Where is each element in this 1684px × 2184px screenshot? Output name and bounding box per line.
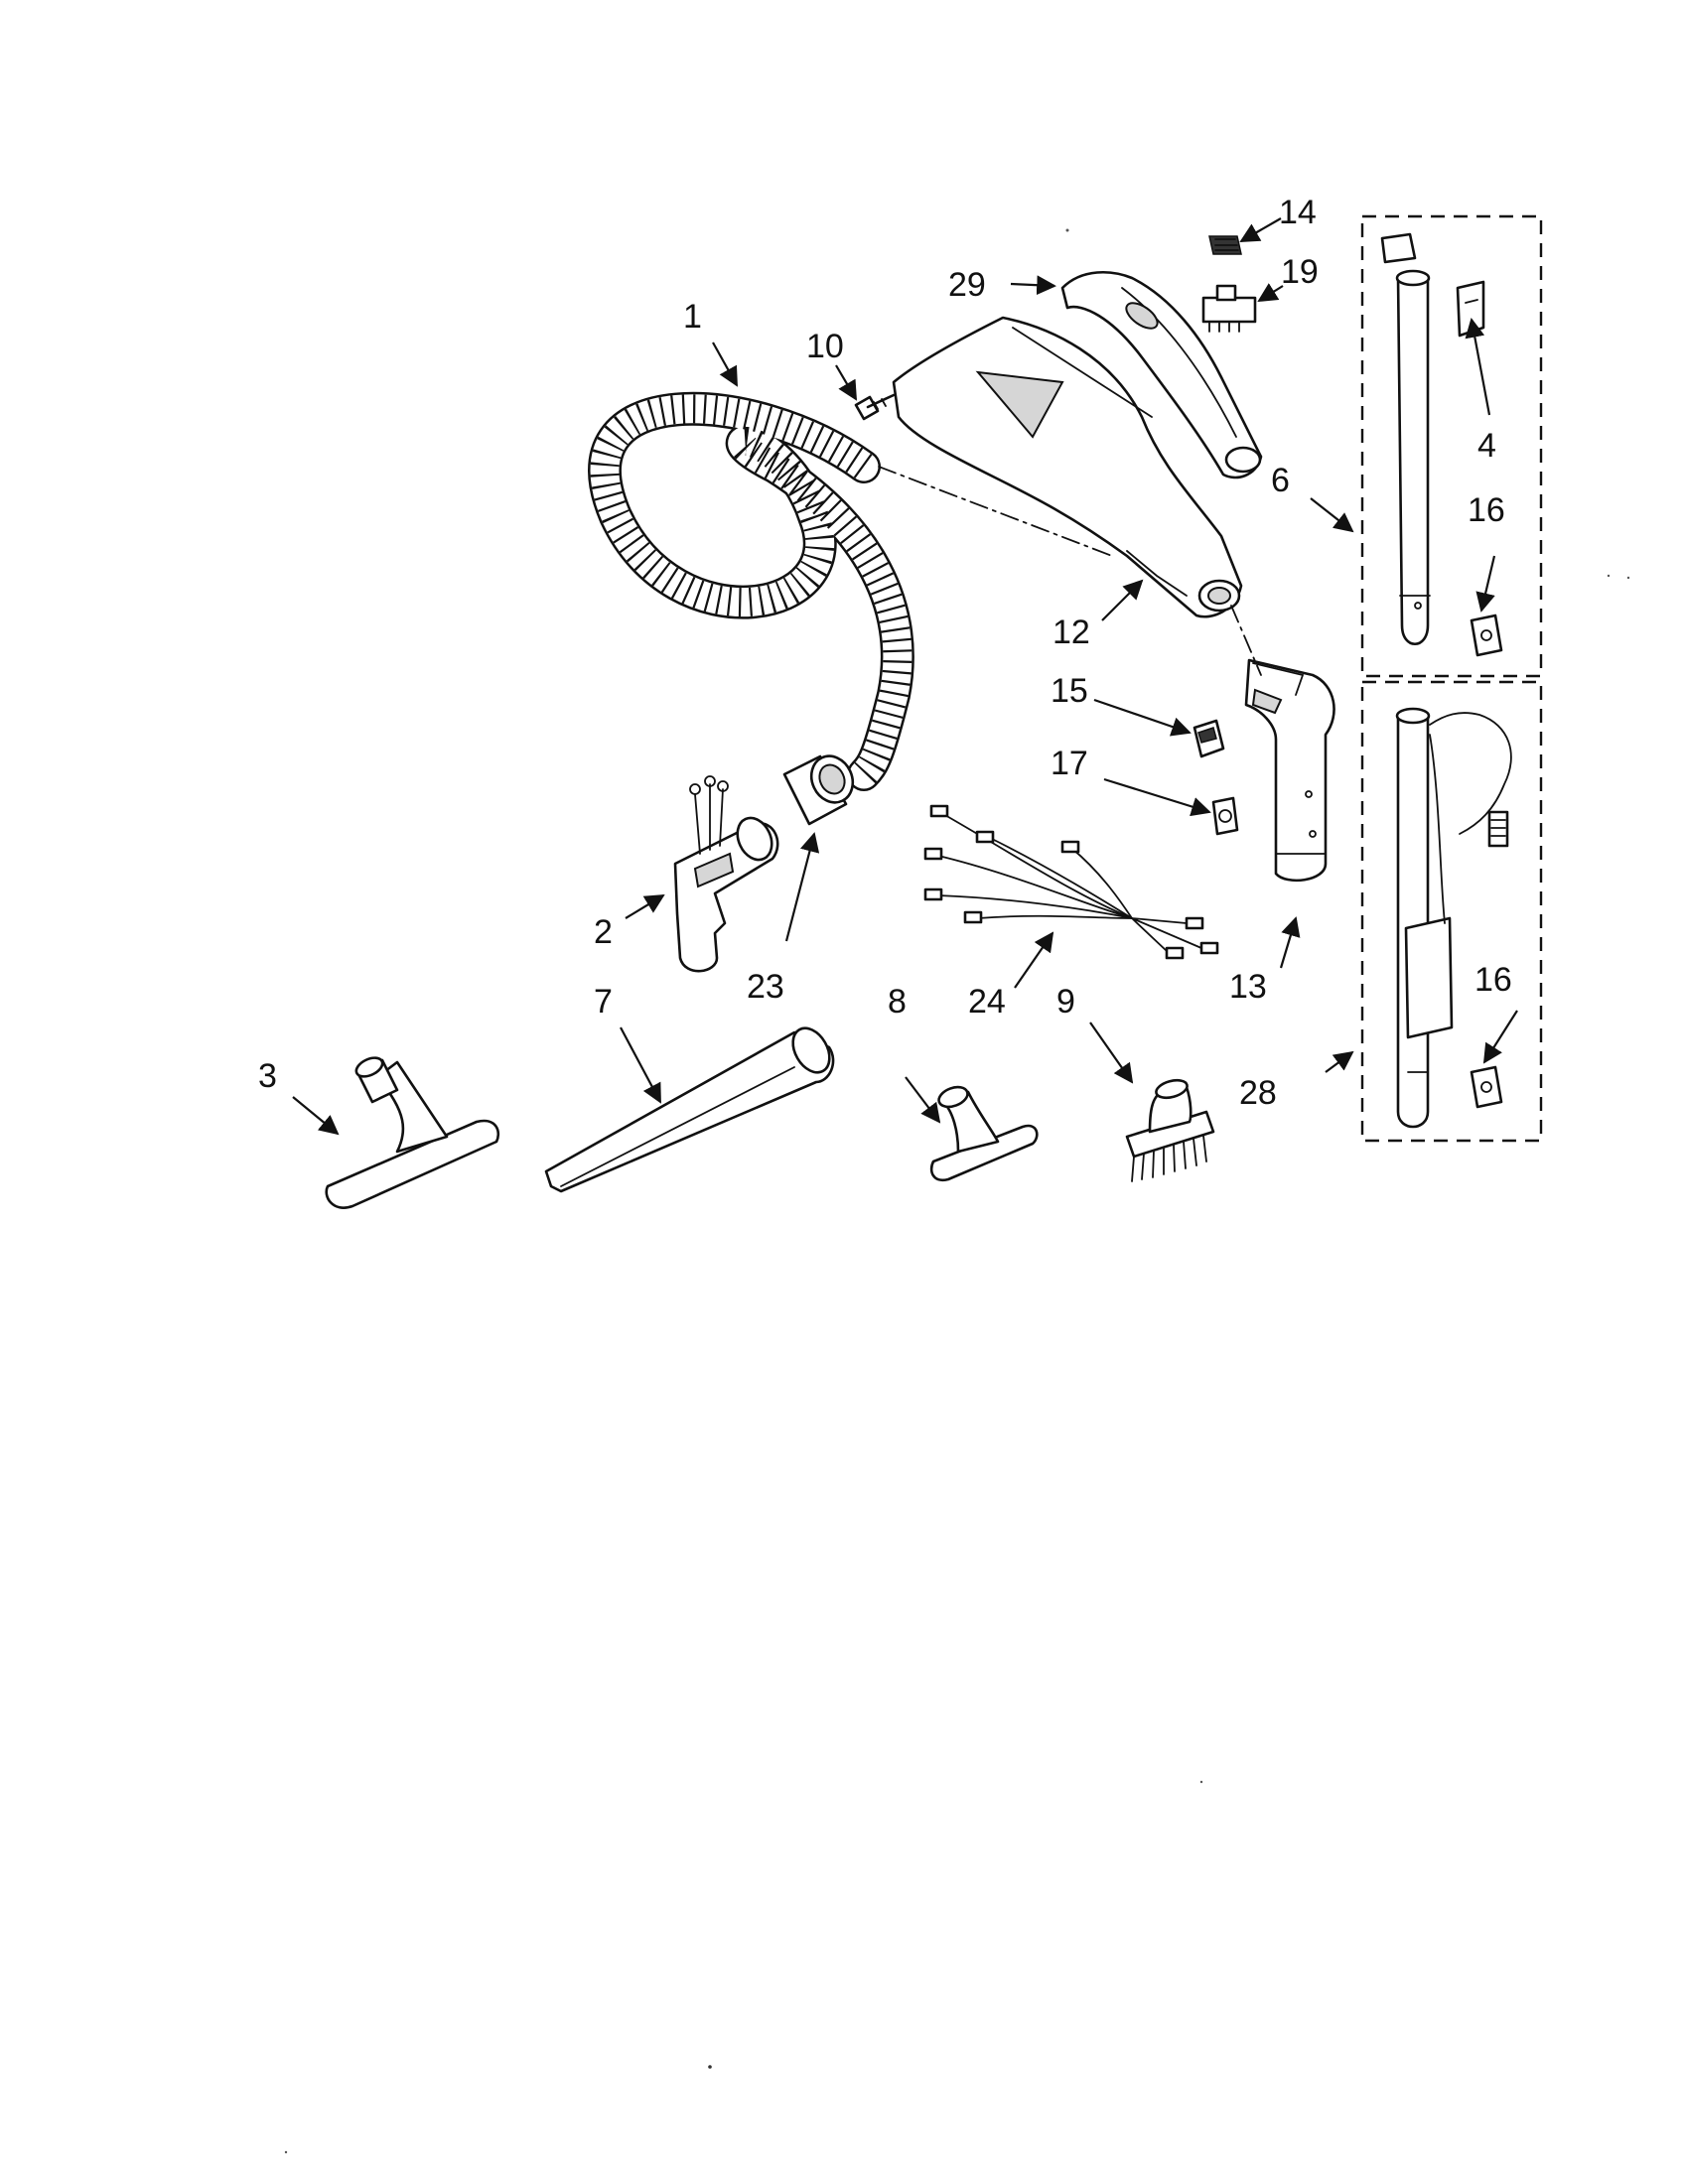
part-10-screw: [854, 393, 896, 421]
leader-arrows: [292, 217, 1518, 1136]
part-13-elbow: [1244, 658, 1335, 883]
part-9-brush: [1125, 1078, 1215, 1182]
callout-24: 24: [968, 983, 1006, 1021]
part-1-hose: [588, 391, 914, 791]
callout-2: 2: [594, 913, 613, 951]
lower-wand-group-box: [1360, 680, 1543, 1143]
part-15-clip: [1193, 719, 1225, 758]
callout-8: 8: [888, 983, 907, 1021]
callout-13: 13: [1229, 968, 1267, 1006]
callout-16-lower: 16: [1474, 961, 1512, 999]
callout-16-upper: 16: [1468, 491, 1505, 529]
part-4-wand-clip: [1456, 280, 1485, 338]
callout-28: 28: [1239, 1074, 1277, 1112]
callout-3: 3: [258, 1057, 277, 1095]
alignment-line-hose-handle: [878, 466, 1113, 557]
callout-14: 14: [1279, 194, 1317, 231]
part-8-upholstery-tool: [929, 1085, 1039, 1182]
callout-17: 17: [1051, 745, 1088, 782]
part-28-lower-wand: [1395, 707, 1512, 1129]
callout-4: 4: [1477, 427, 1496, 465]
part-24-wire-harness: [923, 804, 1219, 960]
callout-7: 7: [594, 983, 613, 1021]
part-12-handle: [892, 316, 1243, 618]
part-17-latch: [1211, 796, 1239, 836]
part-14-switch-button: [1208, 235, 1242, 255]
callout-29: 29: [948, 266, 986, 304]
part-23-cuff: [782, 754, 855, 826]
callout-12: 12: [1052, 614, 1090, 651]
callout-10: 10: [806, 328, 844, 365]
part-2-swivel: [673, 775, 779, 973]
part-29-handle-cover: [1060, 270, 1263, 479]
callout-9: 9: [1056, 983, 1075, 1021]
callout-1: 1: [683, 298, 702, 336]
callout-labels: 1 2 3 4 6 7 8 9 10 12 13 14 15 16 16 17 …: [258, 194, 1512, 1112]
part-16-latch-lower: [1470, 1065, 1503, 1109]
scan-specks: [284, 228, 1630, 2154]
part-6-upper-wand: [1380, 232, 1431, 645]
callout-6: 6: [1271, 462, 1290, 499]
upper-wand-group-box: [1360, 214, 1543, 678]
callout-15: 15: [1051, 672, 1088, 710]
alignment-line-handle-elbow: [1230, 605, 1262, 676]
callout-23: 23: [747, 968, 784, 1006]
part-16-latch-upper: [1470, 614, 1503, 657]
part-19-switch: [1201, 284, 1257, 333]
callout-19: 19: [1281, 253, 1319, 291]
part-7-crevice-tool: [544, 1026, 835, 1193]
part-3-floor-tool: [325, 1056, 500, 1209]
